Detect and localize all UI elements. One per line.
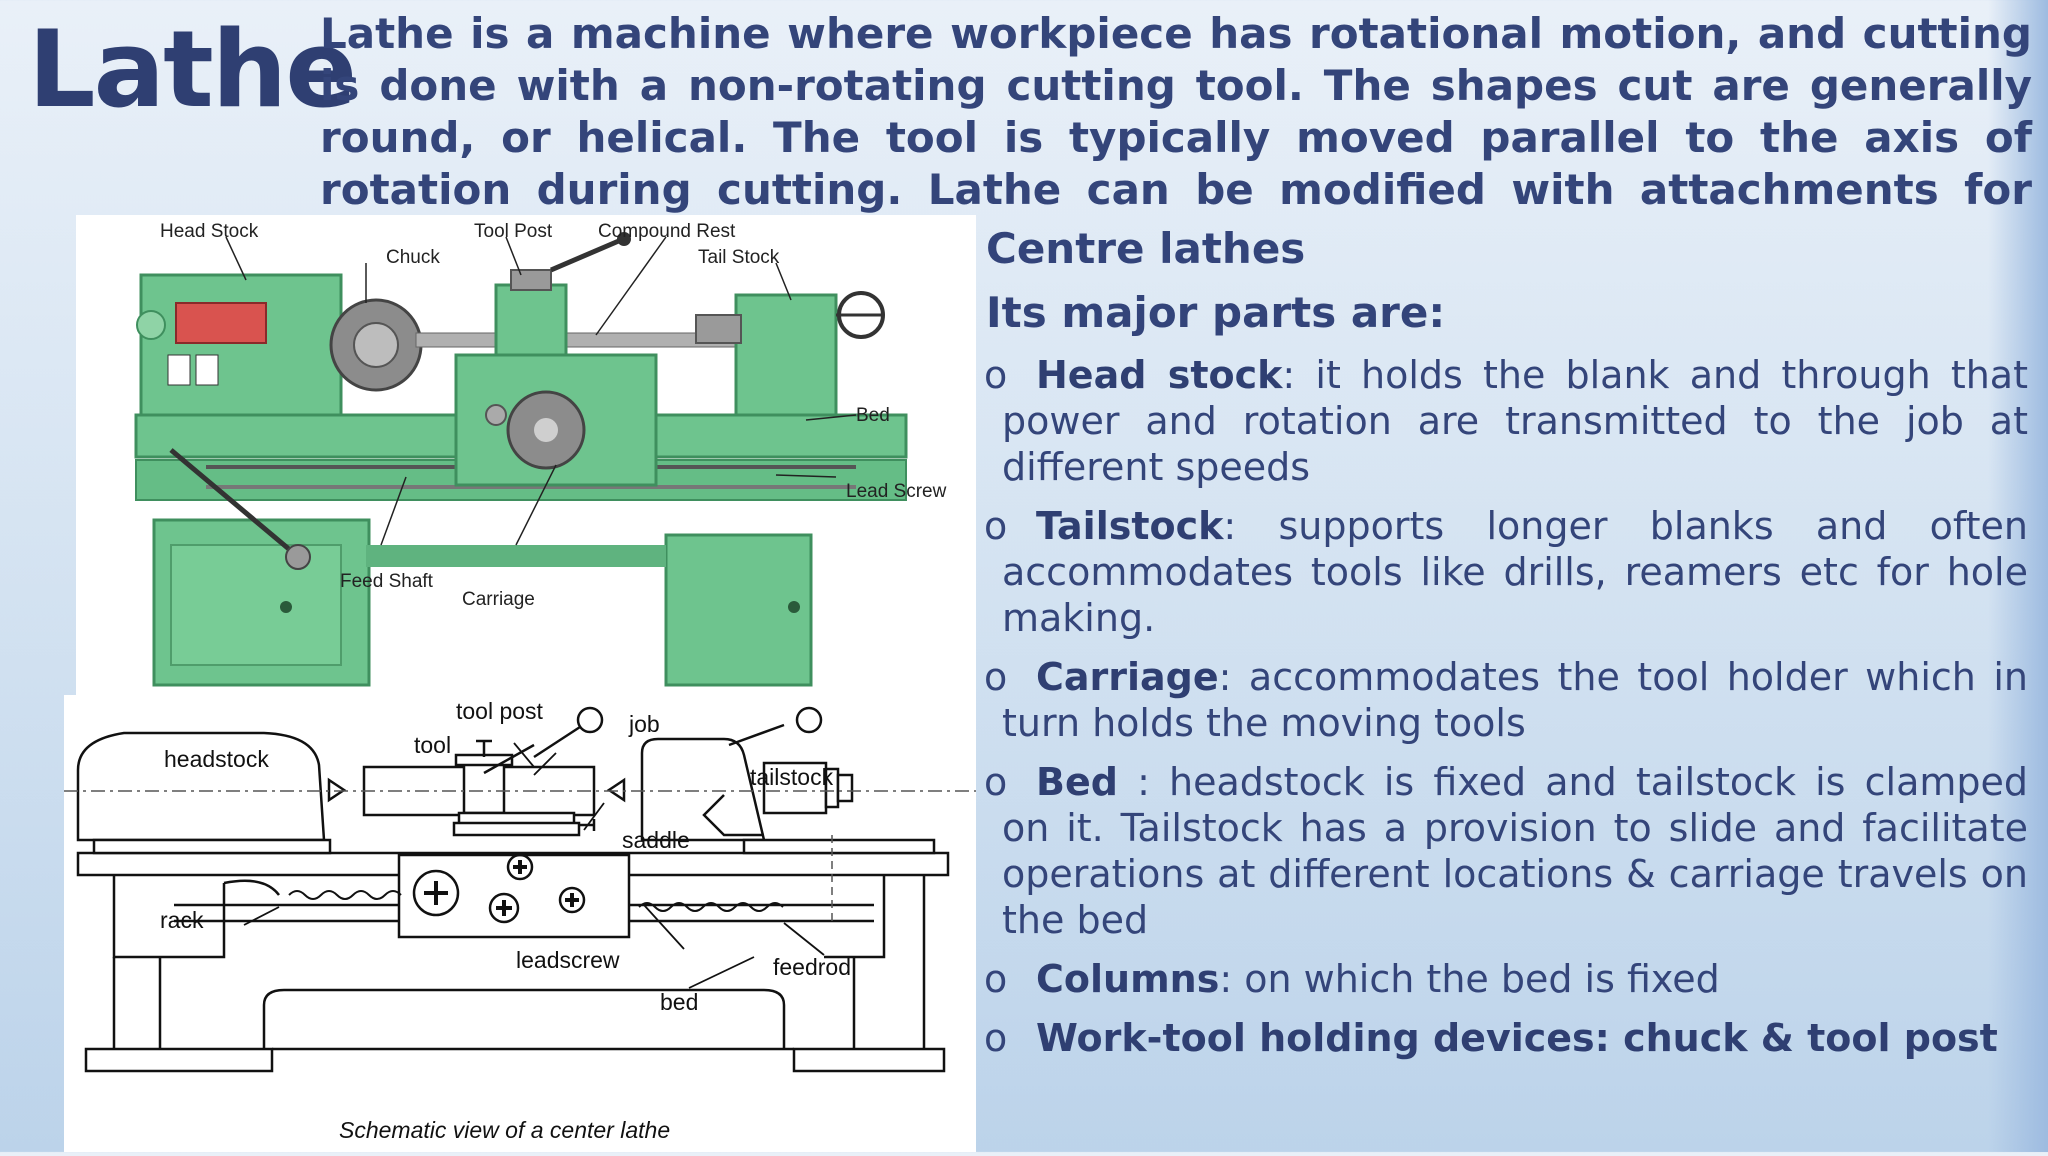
slide-title: Lathe bbox=[28, 8, 357, 131]
bullet-text: : it holds the blank and through that po… bbox=[1002, 353, 2028, 489]
schematic-label-headstock: headstock bbox=[164, 746, 269, 772]
bullet-head-stock: o Head stock: it holds the blank and thro… bbox=[984, 352, 2028, 490]
parts-description: Centre lathes Its major parts are: o Head… bbox=[984, 224, 2028, 1074]
schematic-label-leadscrew: leadscrew bbox=[516, 947, 620, 973]
schematic-label-job: job bbox=[628, 711, 660, 737]
bullet-term: Bed bbox=[1036, 760, 1118, 804]
photo-label-tool-post: Tool Post bbox=[474, 221, 553, 242]
lathe-photo: Head Stock Chuck Tool Post Compound Rest… bbox=[76, 215, 976, 695]
bullet-term: Work-tool holding devices: chuck & tool … bbox=[1036, 1016, 1998, 1060]
photo-label-head-stock: Head Stock bbox=[160, 221, 259, 242]
slide-background-edge bbox=[1988, 0, 2048, 1152]
bullet-text: : headstock is fixed and tailstock is cl… bbox=[1002, 760, 2028, 942]
heading-major-parts: Its major parts are: bbox=[986, 288, 1446, 337]
bullet-tailstock: o Tailstock: supports longer blanks and o… bbox=[984, 503, 2028, 641]
photo-label-feed-shaft: Feed Shaft bbox=[340, 571, 434, 592]
photo-label-bed: Bed bbox=[856, 405, 890, 426]
schematic-label-tool: tool bbox=[414, 732, 451, 758]
photo-label-lead-screw: Lead Screw bbox=[846, 481, 947, 502]
bullet-marker: o bbox=[984, 655, 1008, 699]
schematic-caption: Schematic view of a center lathe bbox=[339, 1117, 670, 1143]
bullet-marker: o bbox=[984, 1016, 1008, 1060]
bullet-term: Carriage bbox=[1036, 655, 1219, 699]
schematic-label-tailstock: tailstock bbox=[750, 764, 834, 790]
schematic-label-tool-post: tool post bbox=[456, 698, 544, 724]
photo-label-carriage: Carriage bbox=[462, 589, 535, 610]
schematic-label-feedrod: feedrod bbox=[773, 954, 851, 980]
heading-centre-lathes: Centre lathes bbox=[986, 224, 1306, 273]
bullet-columns: o Columns: on which the bed is fixed bbox=[984, 956, 2028, 1002]
bullet-term: Tailstock bbox=[1036, 504, 1224, 548]
lathe-schematic-drawing: tool post job tool headstock tailstock s… bbox=[64, 698, 976, 1143]
bullet-marker: o bbox=[984, 957, 1008, 1001]
photo-label-chuck: Chuck bbox=[386, 247, 440, 268]
schematic-label-saddle: saddle bbox=[622, 827, 690, 853]
lathe-photo-illustration: Head Stock Chuck Tool Post Compound Rest… bbox=[134, 221, 947, 687]
bullet-text: : on which the bed is fixed bbox=[1219, 957, 1720, 1001]
bullet-text: : supports longer blanks and often accom… bbox=[1002, 504, 2028, 640]
schematic-label-bed: bed bbox=[660, 989, 698, 1015]
bullet-marker: o bbox=[984, 504, 1008, 548]
photo-label-tail-stock: Tail Stock bbox=[698, 247, 780, 268]
bullet-carriage: o Carriage: accommodates the tool holder … bbox=[984, 654, 2028, 746]
lathe-schematic: tool post job tool headstock tailstock s… bbox=[64, 695, 976, 1152]
bullet-work-tool-holding: o Work-tool holding devices: chuck & tool… bbox=[984, 1015, 2028, 1061]
bullet-marker: o bbox=[984, 760, 1008, 804]
schematic-label-rack: rack bbox=[160, 907, 204, 933]
bullet-text: : accommodates the tool holder which in … bbox=[1002, 655, 2028, 745]
bullet-bed: o Bed : headstock is fixed and tailstock … bbox=[984, 759, 2028, 943]
bullet-term: Head stock bbox=[1036, 353, 1283, 397]
bullet-marker: o bbox=[984, 353, 1008, 397]
photo-label-compound-rest: Compound Rest bbox=[598, 221, 736, 242]
bullet-term: Columns bbox=[1036, 957, 1220, 1001]
